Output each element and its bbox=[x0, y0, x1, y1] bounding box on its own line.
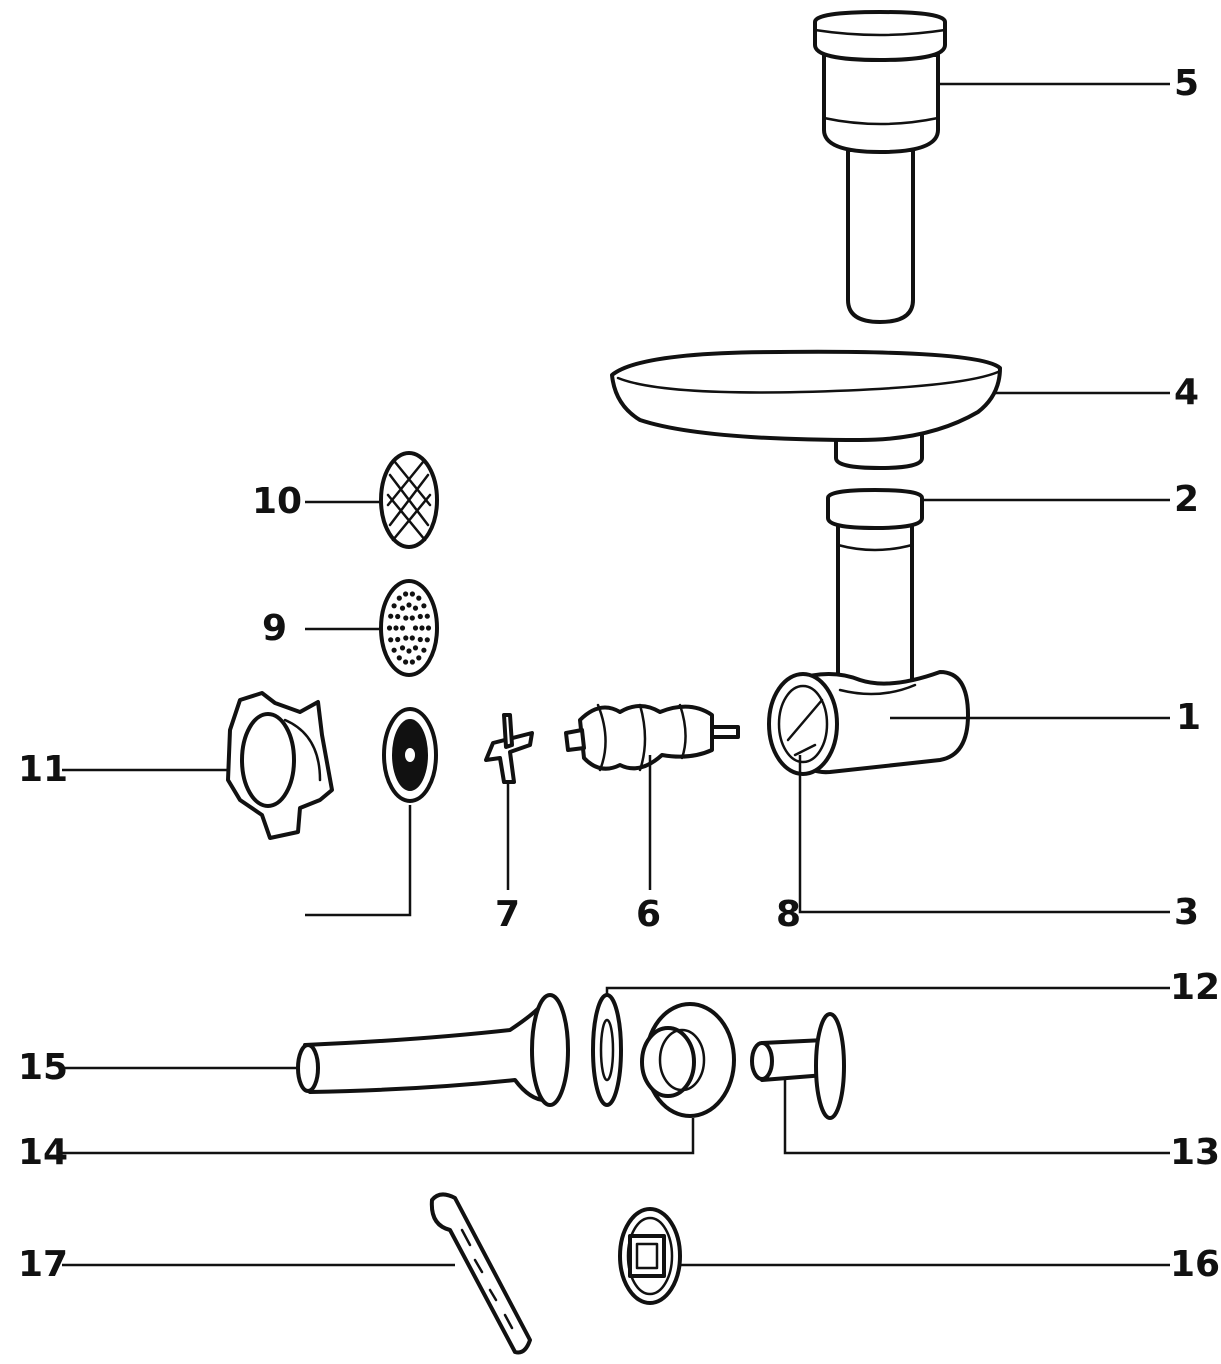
accessory-disc-part bbox=[618, 1207, 682, 1305]
separator-plate-part bbox=[591, 993, 623, 1107]
feed-screw-part bbox=[564, 703, 740, 772]
disc-hole bbox=[399, 645, 406, 651]
disc-hole bbox=[424, 637, 430, 643]
disc-hole bbox=[417, 636, 423, 643]
leader-line-13 bbox=[783, 1078, 1170, 1155]
label-part-16: 16 bbox=[1170, 1244, 1221, 1285]
disc-hole bbox=[421, 603, 427, 609]
kebbe-shaper-part bbox=[640, 1002, 736, 1118]
label-part-10: 10 bbox=[252, 481, 303, 522]
disc-hole bbox=[419, 625, 425, 631]
leader-line-disc bbox=[305, 805, 412, 917]
disc-hole bbox=[395, 636, 401, 643]
disc-hole bbox=[409, 635, 415, 641]
coarse-disc-part bbox=[379, 451, 439, 549]
leader-line-3 bbox=[798, 755, 1170, 914]
disc-hole bbox=[412, 605, 419, 611]
disc-hole bbox=[416, 595, 422, 601]
label-part-15: 15 bbox=[18, 1047, 69, 1088]
disc-hole bbox=[409, 615, 415, 621]
disc-hole bbox=[421, 647, 427, 653]
disc-hole bbox=[424, 613, 430, 619]
ring-nut-part bbox=[226, 691, 334, 840]
disc-hole bbox=[406, 648, 412, 654]
disc-hole bbox=[388, 613, 394, 619]
leader-lines bbox=[62, 82, 1170, 1267]
leader-line-14 bbox=[62, 1118, 695, 1155]
label-part-7: 7 bbox=[495, 894, 521, 935]
disc-hole bbox=[417, 613, 423, 620]
disc-hole bbox=[409, 659, 415, 665]
disc-hole bbox=[391, 647, 397, 653]
food-tray-part bbox=[610, 349, 1002, 470]
disc-hole bbox=[395, 613, 401, 620]
disc-hole bbox=[425, 625, 432, 631]
disc-hole bbox=[396, 595, 402, 601]
label-part-11: 11 bbox=[18, 749, 69, 790]
kebbe-cone-part bbox=[750, 1012, 846, 1120]
disc-hole bbox=[403, 659, 409, 665]
sausage-funnel-part bbox=[296, 993, 570, 1107]
cutting-blade-part bbox=[484, 713, 534, 784]
grinder-neck-part bbox=[826, 488, 924, 692]
label-part-9: 9 bbox=[262, 608, 288, 649]
disc-hole bbox=[403, 591, 409, 597]
cleaning-tool-part bbox=[429, 1192, 532, 1355]
fine-disc-part bbox=[382, 707, 438, 803]
disc-hole bbox=[412, 645, 419, 651]
label-part-2: 2 bbox=[1174, 479, 1200, 520]
label-part-14: 14 bbox=[18, 1132, 69, 1173]
disc-hole bbox=[388, 637, 394, 643]
label-part-6: 6 bbox=[636, 894, 662, 935]
food-pusher-part bbox=[813, 10, 947, 324]
disc-hole bbox=[391, 603, 397, 609]
medium-disc-part bbox=[379, 579, 439, 677]
disc-hole bbox=[396, 655, 402, 661]
label-part-17: 17 bbox=[18, 1244, 69, 1285]
disc-hole bbox=[406, 602, 412, 608]
label-part-5: 5 bbox=[1174, 63, 1200, 104]
label-part-8: 8 bbox=[776, 894, 802, 935]
label-part-3: 3 bbox=[1174, 892, 1200, 933]
label-part-1: 1 bbox=[1176, 697, 1202, 738]
disc-hole bbox=[399, 605, 406, 611]
leader-line-12 bbox=[605, 986, 1170, 995]
disc-hole bbox=[403, 635, 409, 641]
grinder-body-part bbox=[767, 670, 970, 776]
label-part-4: 4 bbox=[1174, 372, 1200, 413]
disc-hole bbox=[393, 625, 399, 631]
label-part-12: 12 bbox=[1170, 967, 1221, 1008]
disc-hole bbox=[412, 625, 419, 631]
disc-hole bbox=[386, 625, 393, 631]
disc-hole bbox=[416, 655, 422, 661]
disc-hole bbox=[409, 591, 415, 597]
label-part-13: 13 bbox=[1170, 1132, 1221, 1173]
disc-hole bbox=[399, 625, 406, 631]
disc-hole bbox=[403, 615, 409, 621]
